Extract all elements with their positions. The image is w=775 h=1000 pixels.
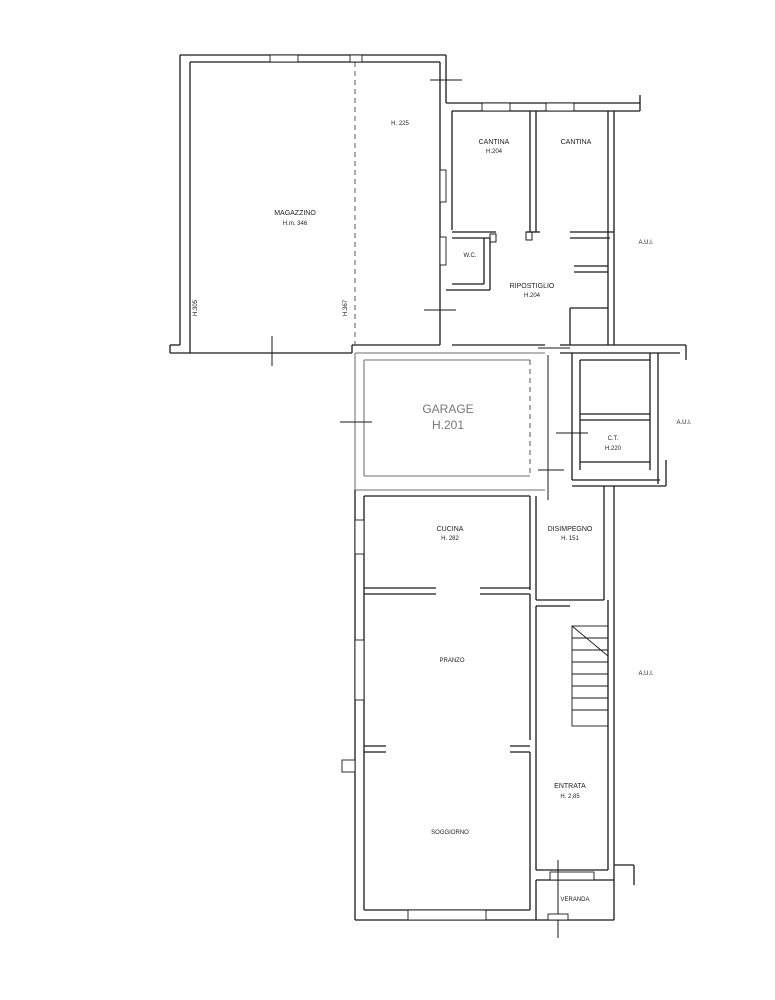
wc-label: W.C.	[464, 253, 477, 259]
soggiorno-label: SOGGIORNO	[431, 830, 469, 836]
disimpegno-label: DISIMPEGNO	[548, 526, 593, 533]
magazzino-walls	[169, 54, 462, 366]
aui-bottom-label: A.U.I.	[638, 671, 653, 677]
ct-walls	[556, 353, 667, 487]
entrata-height: H. 2,85	[560, 794, 580, 800]
living-walls	[341, 486, 635, 938]
garage-height: H.201	[432, 418, 464, 432]
staircase	[571, 625, 609, 727]
cucina-label: CUCINA	[437, 526, 464, 533]
cantina-right-label: CANTINA	[561, 139, 592, 146]
entrata-label: ENTRATA	[554, 783, 586, 790]
aui-top-label: A.U.I.	[638, 240, 653, 246]
ct-label: C.T.	[608, 436, 619, 442]
garage-label: GARAGE	[422, 402, 473, 416]
disimpegno-height: H. 151	[561, 536, 579, 542]
upper-zone-height: H. 225	[391, 121, 409, 127]
ripostiglio-height: H.204	[524, 293, 541, 299]
left-wall-height: H.305	[193, 299, 199, 316]
cantina-left-label: CANTINA	[479, 139, 510, 146]
ripostiglio-label: RIPOSTIGLIO	[510, 283, 555, 290]
cantina-left-height: H.204	[486, 149, 503, 155]
cucina-height: H. 282	[441, 536, 459, 542]
veranda-label: VERANDA	[560, 897, 589, 903]
garage-walls	[340, 352, 564, 500]
cantine-walls	[446, 95, 687, 360]
pranzo-label: PRANZO	[439, 658, 464, 664]
aui-mid-label: A.U.I.	[676, 420, 691, 426]
magazzino-label: MAGAZZINO	[274, 210, 316, 217]
ct-height: H.220	[605, 446, 622, 452]
magazzino-height: H.m. 346	[283, 221, 308, 227]
middle-wall-height: H.367	[343, 299, 349, 316]
